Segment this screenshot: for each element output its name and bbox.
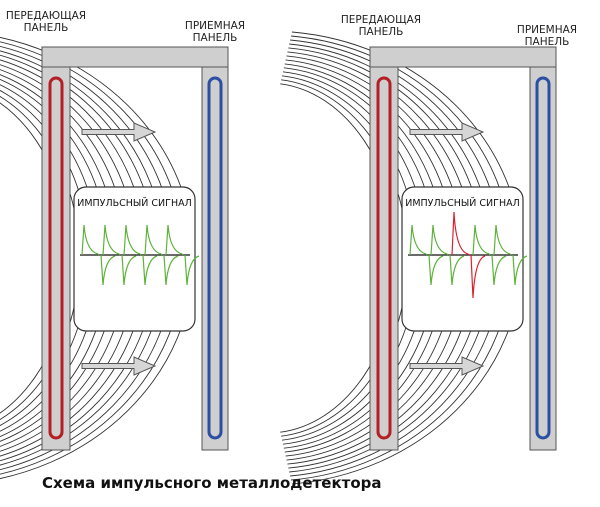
- diagram-caption: Схема импульсного металлодетектора: [42, 474, 382, 492]
- left-signal-label: ИМПУЛЬСНЫЙ СИГНАЛ: [77, 197, 192, 209]
- right-transmitter-column: [369, 66, 399, 451]
- left-transmitter-label-line2: ПАНЕЛЬ: [23, 22, 69, 34]
- right-pulse-negative-3: [470, 254, 486, 299]
- right-pulse-positive-3: [451, 211, 470, 256]
- right-transmitter-label-line1: ПЕРЕДАЮЩАЯ: [340, 14, 422, 26]
- right-receiver-label-line2: ПАНЕЛЬ: [524, 36, 570, 48]
- right-field-arrow-bottom: [409, 356, 485, 376]
- right-pulse-negative-4: [491, 254, 507, 286]
- right-transmitter-label-line2: ПАНЕЛЬ: [358, 26, 404, 38]
- right-transmitter-label: ПЕРЕДАЮЩАЯ ПАНЕЛЬ: [338, 14, 424, 38]
- right-pulse-positive-1: [409, 224, 428, 256]
- left-pulse-positive-2: [102, 224, 121, 256]
- left-field-arrow-top: [81, 122, 157, 142]
- left-transmitter-coil: [48, 76, 64, 440]
- right-signal-label: ИМПУЛЬСНЫЙ СИГНАЛ: [405, 197, 520, 209]
- right-receiver-label-line1: ПРИЕМНАЯ: [516, 24, 578, 36]
- right-pulse-negative-5: [512, 254, 528, 286]
- right-pulse-negative-2: [449, 254, 465, 286]
- right-pulse-positive-2: [430, 224, 449, 256]
- left-pulse-positive-4: [144, 224, 163, 256]
- right-top-bar: [369, 46, 557, 68]
- left-receiver-label-line1: ПРИЕМНАЯ: [184, 20, 246, 32]
- left-pulse-negative-2: [121, 254, 137, 286]
- right-receiver-coil: [535, 76, 551, 440]
- left-receiver-column: [201, 66, 229, 451]
- right-pulse-negative-1: [428, 254, 444, 286]
- left-receiver-label: ПРИЕМНАЯ ПАНЕЛЬ: [172, 20, 258, 44]
- right-receiver-label: ПРИЕМНАЯ ПАНЕЛЬ: [504, 24, 590, 48]
- left-pulse-positive-1: [81, 224, 100, 256]
- left-pulse-positive-5: [165, 224, 184, 256]
- left-detector: ИМПУЛЬСНЫЙ СИГНАЛ: [0, 37, 229, 479]
- right-field-arrow-top: [409, 122, 485, 142]
- left-pulse-positive-3: [123, 224, 142, 256]
- left-top-bar: [41, 46, 229, 68]
- left-transmitter-column: [41, 66, 71, 451]
- right-detector: ИМПУЛЬСНЫЙ СИГНАЛ: [280, 31, 557, 485]
- left-pulse-negative-3: [142, 254, 158, 286]
- left-transmitter-label: ПЕРЕДАЮЩАЯ ПАНЕЛЬ: [3, 10, 89, 34]
- left-transmitter-label-line1: ПЕРЕДАЮЩАЯ: [5, 10, 87, 22]
- right-transmitter-coil: [376, 76, 392, 440]
- left-field-arrow-bottom: [81, 356, 157, 376]
- left-receiver-label-line2: ПАНЕЛЬ: [192, 32, 238, 44]
- left-pulse-negative-5: [184, 254, 200, 286]
- left-pulse-negative-1: [100, 254, 116, 286]
- left-pulse-negative-4: [163, 254, 179, 286]
- left-receiver-coil: [207, 76, 223, 440]
- right-receiver-column: [529, 66, 557, 451]
- right-pulse-positive-4: [472, 224, 491, 256]
- right-pulse-positive-5: [493, 224, 512, 256]
